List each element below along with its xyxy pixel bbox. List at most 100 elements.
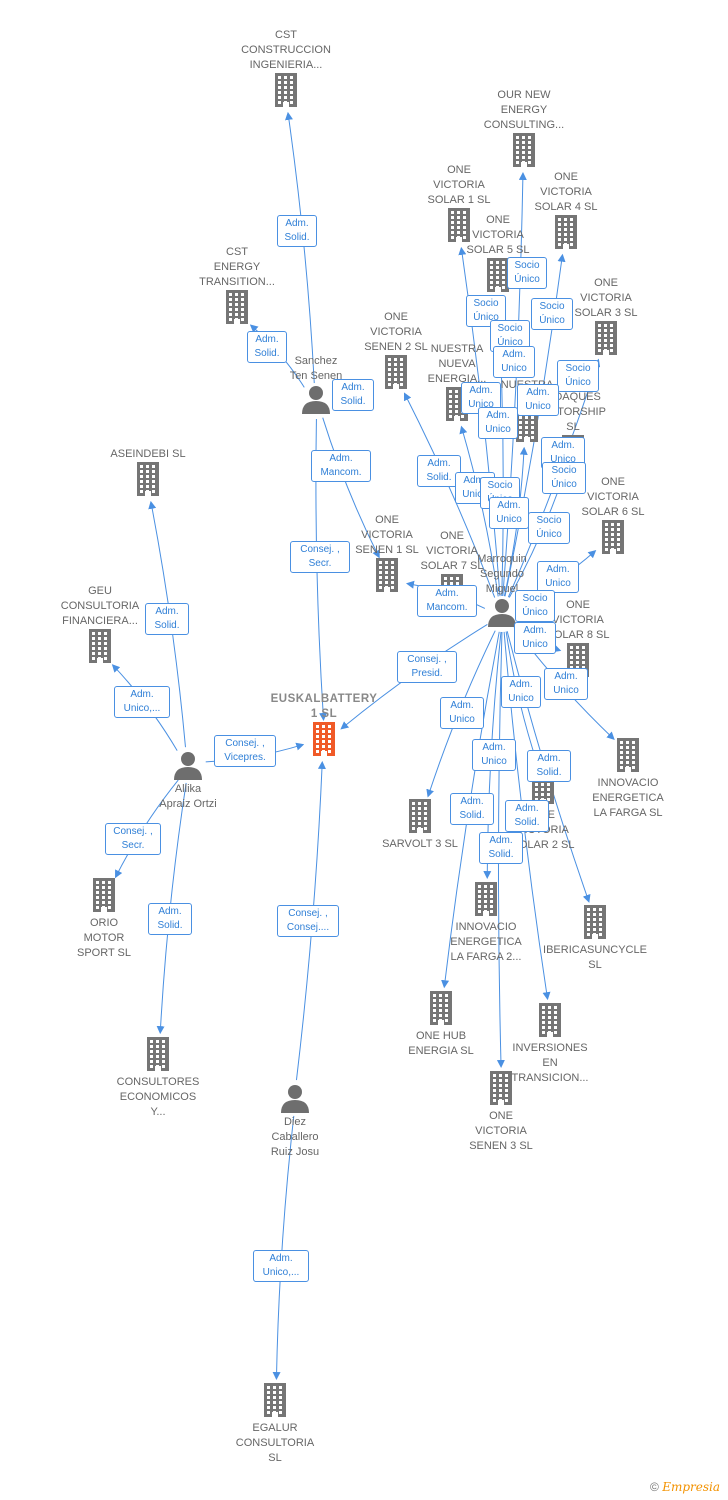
person-node[interactable]: Allika Apraiz Ortzi: [128, 750, 248, 812]
role-badge-consej-consej[interactable]: Consej. , Consej....: [277, 905, 339, 937]
person-label: Diez Caballero Ruiz Josu: [270, 1116, 320, 1158]
company-label: ONE HUB ENERGIA SL: [408, 1030, 474, 1057]
role-badge-adm-unico[interactable]: Adm. Unico,...: [253, 1250, 309, 1282]
company-node[interactable]: INNOVACIO ENERGETICA LA FARGA 2...: [426, 882, 546, 965]
role-badge-adm-unico[interactable]: Adm. Unico: [478, 407, 518, 439]
role-badge-adm-solid[interactable]: Adm. Solid.: [505, 800, 549, 832]
company-node[interactable]: ONE VICTORIA SOLAR 5 SL: [438, 213, 558, 292]
role-badge-adm-unico[interactable]: Adm. Unico: [514, 622, 556, 654]
role-badge-adm-mancom[interactable]: Adm. Mancom.: [417, 585, 477, 617]
company-node[interactable]: ONE HUB ENERGIA SL: [381, 991, 501, 1059]
company-node[interactable]: ONE VICTORIA SOLAR 1 SL: [399, 163, 519, 242]
role-badge-consej-vicepres[interactable]: Consej. , Vicepres.: [214, 735, 276, 767]
company-node[interactable]: ONE VICTORIA SENEN 3 SL: [441, 1071, 561, 1154]
building-icon: [98, 1037, 218, 1071]
role-badge-adm-solid[interactable]: Adm. Solid.: [145, 603, 189, 635]
role-badge-adm-unico[interactable]: Adm. Unico: [537, 561, 579, 593]
person-icon: [442, 597, 562, 627]
company-node[interactable]: IBERICASUNCYCLE SL: [535, 905, 655, 973]
edge-sanchez-ovsen1: [322, 417, 380, 559]
company-node[interactable]: ONE VICTORIA SENEN 2 SL: [336, 310, 456, 389]
building-icon: [177, 290, 297, 324]
company-node[interactable]: OUR NEW ENERGY CONSULTING...: [464, 88, 584, 167]
company-node[interactable]: ONE VICTORIA SOLAR 3 SL: [546, 276, 666, 355]
person-icon: [128, 750, 248, 780]
role-badge-socio-nico[interactable]: Socio Único: [531, 298, 573, 330]
person-node[interactable]: Diez Caballero Ruiz Josu: [235, 1083, 355, 1160]
edge-marroquin-ovsen2: [403, 392, 496, 598]
building-icon: [426, 882, 546, 916]
role-badge-adm-solid[interactable]: Adm. Solid.: [148, 903, 192, 935]
role-badge-consej-secr[interactable]: Consej. , Secr.: [290, 541, 350, 573]
company-node[interactable]: ONE VICTORIA SENEN 1 SL: [327, 513, 447, 592]
building-icon: [264, 722, 384, 756]
building-icon: [568, 738, 688, 772]
company-label: ONE VICTORIA SOLAR 6 SL: [581, 476, 645, 518]
company-node[interactable]: CST CONSTRUCCION INGENIERIA...: [226, 28, 346, 107]
role-badge-adm-unico[interactable]: Adm. Unico: [493, 346, 535, 378]
company-label: CST CONSTRUCCION INGENIERIA...: [241, 29, 331, 71]
edge-marroquin-onc: [502, 171, 527, 597]
person-node[interactable]: Sanchez Ten Senen: [256, 354, 376, 414]
role-badge-socio-nico[interactable]: Socio Único: [557, 360, 599, 392]
role-badge-socio-nico[interactable]: Socio Único: [528, 512, 570, 544]
role-badge-adm-unico[interactable]: Adm. Unico: [472, 739, 516, 771]
role-badge-adm-solid[interactable]: Adm. Solid.: [450, 793, 494, 825]
role-badge-socio-nico[interactable]: Socio Único: [507, 257, 547, 289]
person-label: Allika Apraiz Ortzi: [159, 783, 217, 810]
building-icon: [226, 73, 346, 107]
role-badge-adm-solid[interactable]: Adm. Solid.: [479, 832, 523, 864]
role-badge-adm-unico[interactable]: Adm. Unico: [440, 697, 484, 729]
company-label: EGALUR CONSULTORIA SL: [235, 1422, 315, 1464]
role-badge-adm-solid[interactable]: Adm. Solid.: [527, 750, 571, 782]
company-node[interactable]: EGALUR CONSULTORIA SL: [215, 1383, 335, 1466]
company-label: INNOVACIO ENERGETICA LA FARGA SL: [592, 777, 664, 819]
building-icon: [553, 520, 673, 554]
role-badge-adm-unico[interactable]: Adm. Unico,...: [114, 686, 170, 718]
role-badge-socio-nico[interactable]: Socio Único: [466, 295, 506, 327]
company-label: OUR NEW ENERGY CONSULTING...: [483, 89, 565, 131]
role-badge-socio-nico[interactable]: Socio Único: [542, 462, 586, 494]
role-badge-consej-secr[interactable]: Consej. , Secr.: [105, 823, 161, 855]
watermark: © Empresia: [650, 1480, 720, 1494]
company-label: INVERSIONES EN TRANSICION...: [511, 1042, 589, 1084]
company-node[interactable]: ASEINDEBI SL: [88, 447, 208, 496]
role-badge-adm-solid[interactable]: Adm. Solid.: [247, 331, 287, 363]
company-node[interactable]: INNOVACIO ENERGETICA LA FARGA SL: [568, 738, 688, 821]
company-node[interactable]: CST ENERGY TRANSITION...: [177, 245, 297, 324]
role-badge-consej-presid[interactable]: Consej. , Presid.: [397, 651, 457, 683]
company-label: INNOVACIO ENERGETICA LA FARGA 2...: [450, 921, 522, 963]
copyright-icon: ©: [650, 1480, 659, 1494]
building-icon: [399, 208, 519, 242]
building-icon: [88, 462, 208, 496]
company-node[interactable]: INVERSIONES EN TRANSICION...: [490, 1003, 610, 1086]
role-badge-adm-unico[interactable]: Adm. Unico: [544, 668, 588, 700]
role-badge-adm-unico[interactable]: Adm. Unico: [517, 384, 559, 416]
company-label: ORIO MOTOR SPORT SL: [76, 917, 131, 959]
company-label: ONE VICTORIA SOLAR 1 SL: [427, 164, 491, 206]
person-node[interactable]: Marroquin Segundo Miguel: [442, 552, 562, 627]
building-icon: [490, 1003, 610, 1037]
role-badge-adm-mancom[interactable]: Adm. Mancom.: [311, 450, 371, 482]
person-icon: [256, 384, 376, 414]
company-label: ONE VICTORIA SENEN 1 SL: [355, 514, 419, 556]
role-badge-adm-solid[interactable]: Adm. Solid.: [332, 379, 374, 411]
role-badge-adm-unico[interactable]: Adm. Unico: [501, 676, 541, 708]
role-badge-adm-unico[interactable]: Adm. Unico: [489, 497, 529, 529]
focus-company-node[interactable]: EUSKALBATTERY 1 SL: [264, 692, 384, 756]
role-badge-socio-nico[interactable]: Socio Único: [515, 590, 555, 622]
brand-logo: Empresia: [662, 1480, 720, 1494]
building-icon: [360, 799, 480, 833]
building-icon: [215, 1383, 335, 1417]
company-node[interactable]: ONE VICTORIA SOLAR 6 SL: [553, 475, 673, 554]
company-node[interactable]: SARVOLT 3 SL: [360, 799, 480, 852]
company-node[interactable]: CONSULTORES ECONOMICOS Y...: [98, 1037, 218, 1120]
edge-sanchez-cst_ci: [285, 111, 315, 384]
role-badge-adm-solid[interactable]: Adm. Solid.: [417, 455, 461, 487]
company-node[interactable]: ORIO MOTOR SPORT SL: [44, 878, 164, 961]
company-label: ONE VICTORIA SENEN 2 SL: [364, 311, 428, 353]
company-node[interactable]: GEU CONSULTORIA FINANCIERA...: [40, 584, 160, 663]
company-node[interactable]: ONE VICTORIA SOLAR 4 SL: [506, 170, 626, 249]
building-icon: [546, 321, 666, 355]
role-badge-adm-solid[interactable]: Adm. Solid.: [277, 215, 317, 247]
